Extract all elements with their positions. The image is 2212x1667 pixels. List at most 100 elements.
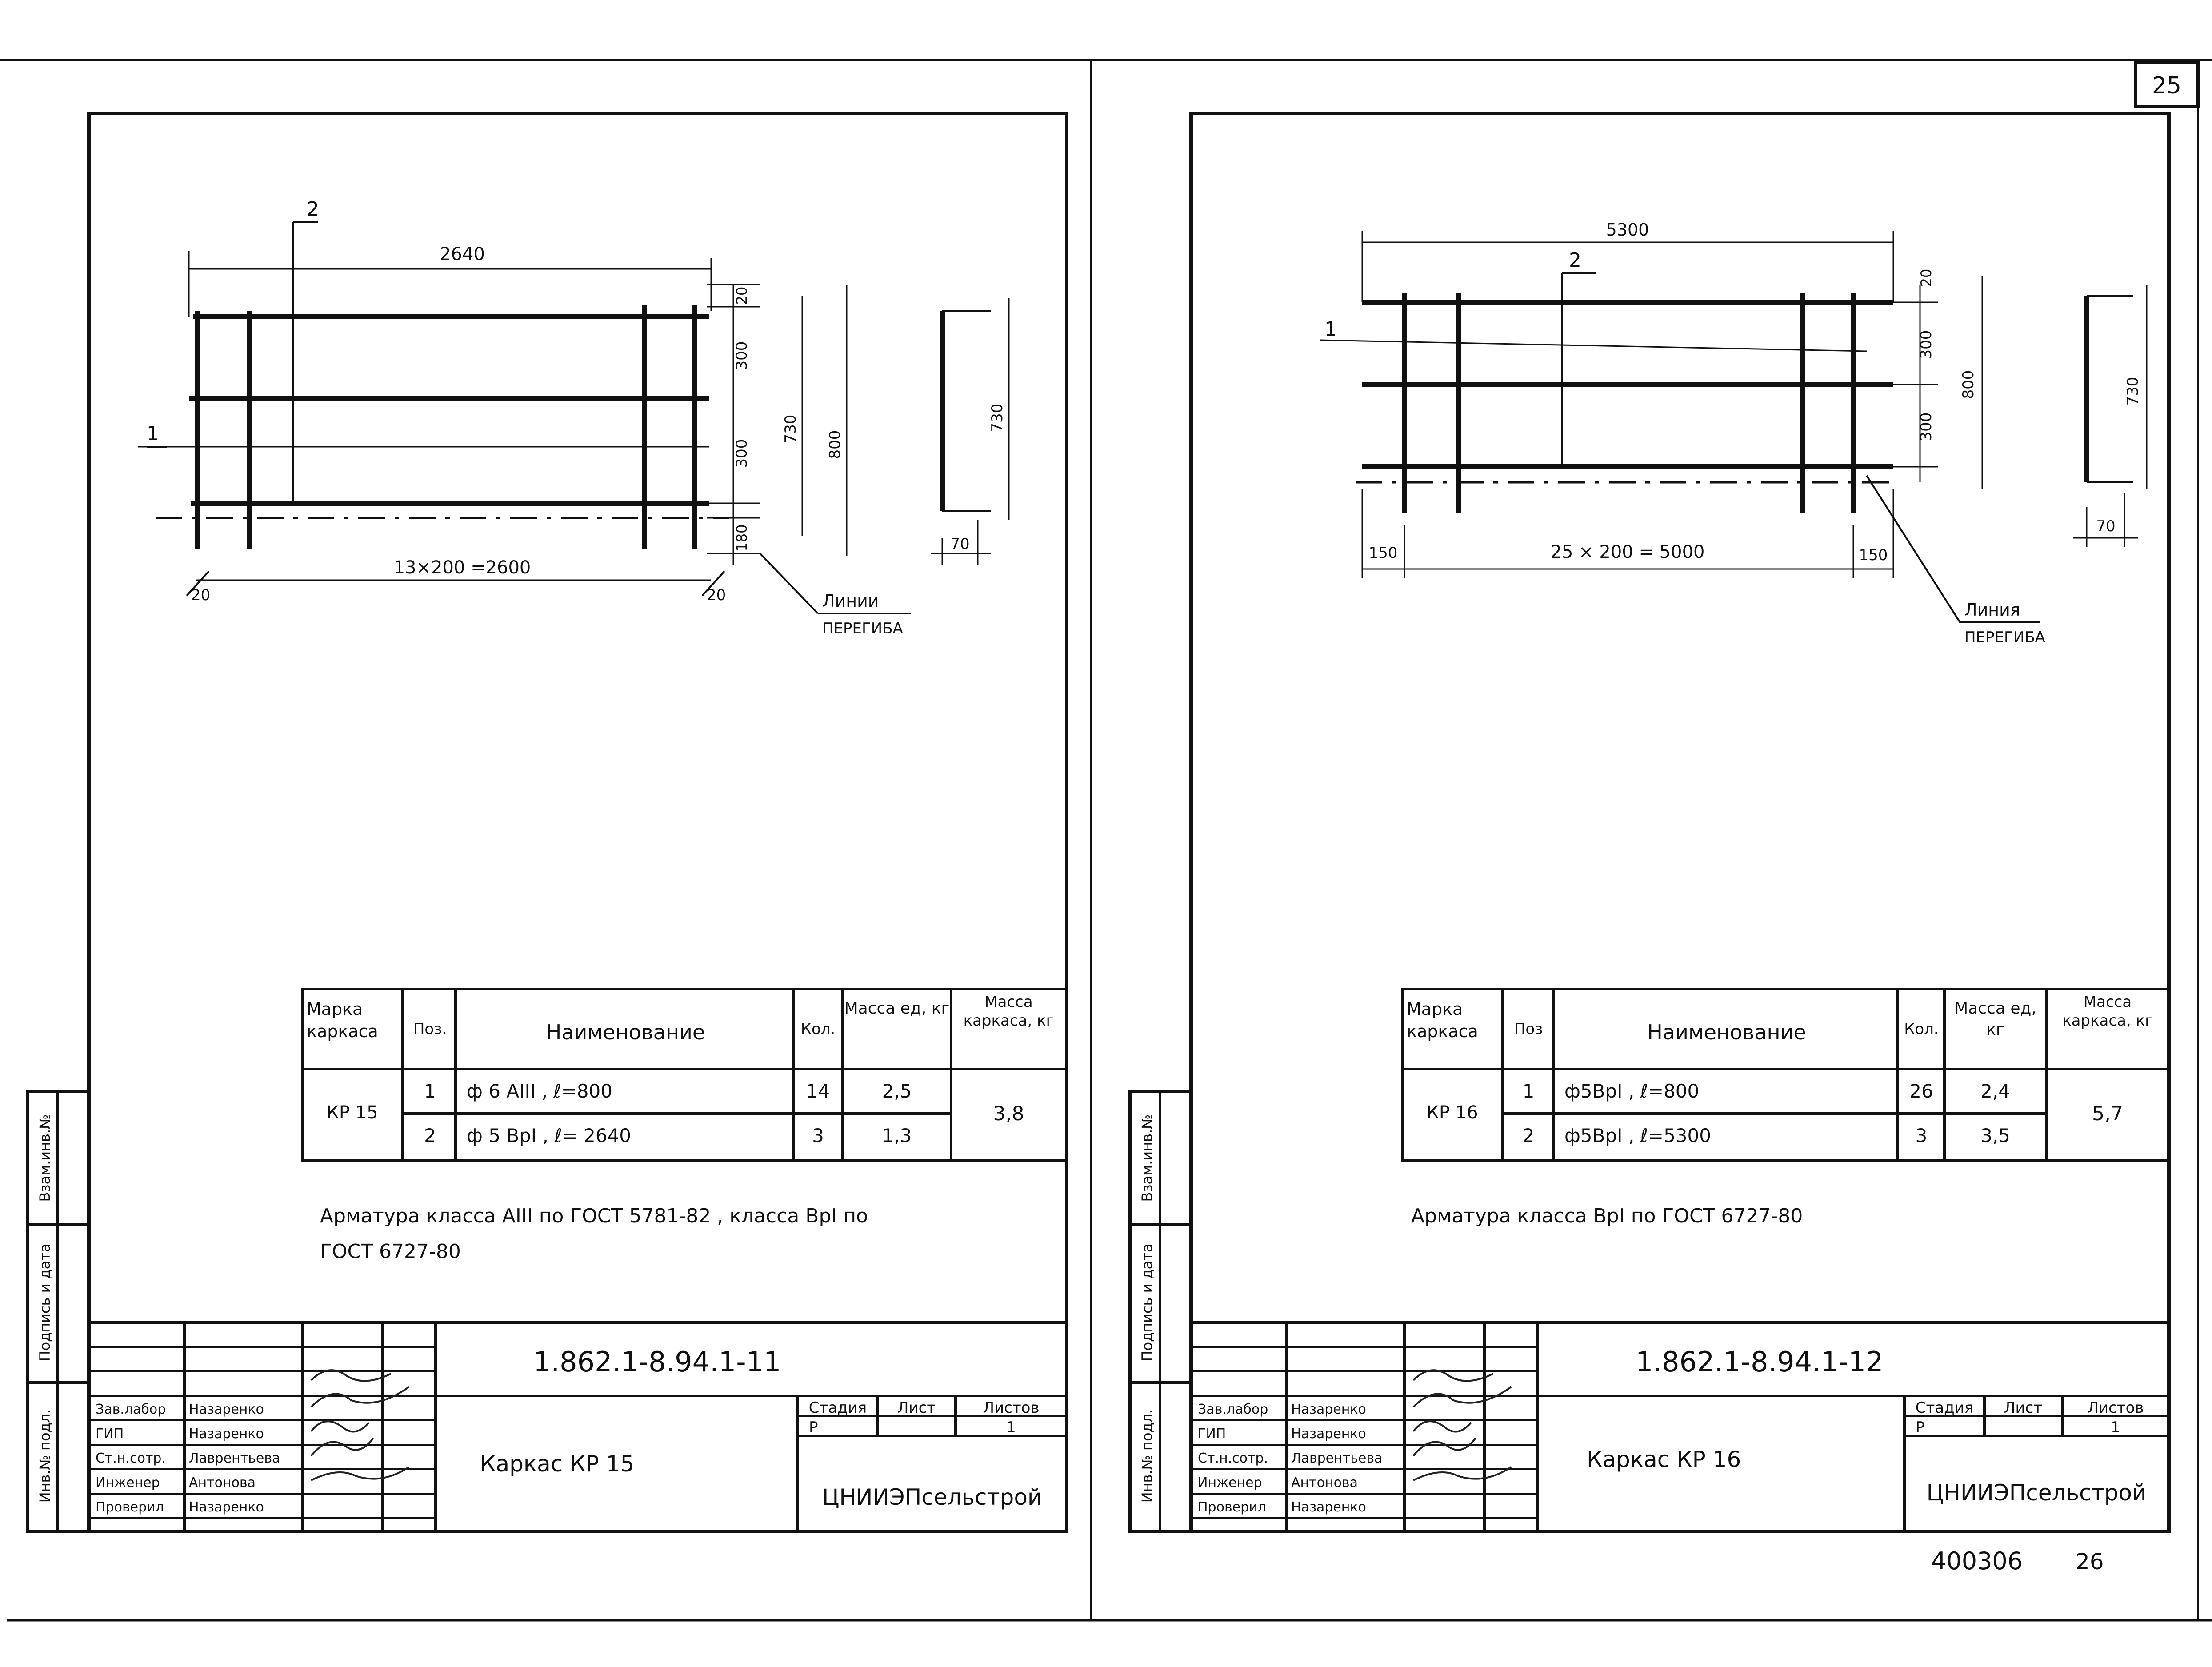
right-side-730: 730 xyxy=(2124,377,2142,406)
right-side-2: Подпись и дата xyxy=(1139,1243,1156,1361)
left-sheets-header: Листов xyxy=(983,1399,1039,1417)
left-th-name: Наименование xyxy=(546,1020,705,1044)
page-number: 25 xyxy=(2152,72,2181,99)
right-side-1: Взам.инв.№ xyxy=(1139,1114,1156,1202)
left-name-5: Назаренко xyxy=(189,1499,264,1515)
left-sheet: 2 1 2640 13×200 =2600 20 20 20 300 300 1… xyxy=(26,112,1068,1533)
left-role-4: Инженер xyxy=(96,1475,160,1491)
left-note-line2: ГОСТ 6727-80 xyxy=(320,1240,461,1263)
right-role-2: ГИП xyxy=(1198,1426,1226,1442)
left-td-name-1: ф 6 АIII , ℓ=800 xyxy=(467,1080,612,1102)
right-bend-label-1: Линия xyxy=(1964,600,2020,620)
left-sheets-value: 1 xyxy=(1006,1419,1016,1436)
right-archive-number: 400306 xyxy=(1931,1547,2023,1575)
right-th-name: Наименование xyxy=(1647,1020,1806,1044)
left-bend-label-2: ПЕРЕГИБА xyxy=(822,620,903,637)
left-th-qty: Кол. xyxy=(800,1020,836,1038)
right-th-total: Масса каркаса, кг xyxy=(2062,993,2153,1030)
right-side-70: 70 xyxy=(2096,517,2115,535)
left-side-730: 730 xyxy=(988,404,1006,433)
right-td-mark: КР 16 xyxy=(1426,1102,1478,1123)
left-th-mark: Марка каркаса xyxy=(307,999,378,1041)
left-td-mass-1: 2,5 xyxy=(882,1080,912,1102)
right-role-1: Зав.лабор xyxy=(1198,1402,1268,1417)
left-side-70: 70 xyxy=(950,535,969,553)
left-spec-table xyxy=(301,988,1068,1162)
right-archive-page: 26 xyxy=(2076,1549,2104,1575)
right-sheets-value: 1 xyxy=(2111,1419,2120,1436)
right-pos-label-2: 2 xyxy=(1569,249,1581,272)
right-role-4: Инженер xyxy=(1198,1475,1262,1491)
left-dim-20-left: 20 xyxy=(191,586,210,604)
left-td-total: 3,8 xyxy=(993,1102,1024,1125)
left-td-mass-2: 1,3 xyxy=(882,1125,912,1146)
left-side-1: Взам.инв.№ xyxy=(36,1114,53,1202)
right-side-strip xyxy=(1128,1090,1193,1533)
right-title-block xyxy=(1189,1321,2171,1533)
left-bend-label-1: Линии xyxy=(822,591,879,611)
right-name-1: Назаренко xyxy=(1291,1402,1366,1417)
right-stage-header: Стадия xyxy=(1916,1399,1973,1417)
left-th-mass: Масса ед, кг xyxy=(844,999,950,1018)
left-name-1: Назаренко xyxy=(189,1402,264,1417)
left-role-1: Зав.лабор xyxy=(96,1402,166,1417)
right-td-mass-2: 3,5 xyxy=(1980,1125,2010,1146)
left-title-block xyxy=(87,1321,1068,1533)
right-dim-20: 20 xyxy=(1918,269,1935,287)
left-side-view xyxy=(931,298,1010,565)
left-td-pos-2: 2 xyxy=(424,1125,436,1146)
right-th-qty: Кол. xyxy=(1904,1020,1939,1038)
right-td-pos-2: 2 xyxy=(1522,1125,1535,1146)
left-td-pos-1: 1 xyxy=(424,1080,436,1102)
right-name-5: Назаренко xyxy=(1291,1499,1366,1515)
left-th-total: Масса каркаса, кг xyxy=(963,993,1054,1030)
left-role-5: Проверил xyxy=(96,1499,164,1515)
left-signatures xyxy=(310,1369,410,1481)
right-doc-code: 1.862.1-8.94.1-12 xyxy=(1636,1346,1884,1378)
right-th-mass: Масса ед, кг xyxy=(1954,999,2036,1039)
left-stage-value: Р xyxy=(809,1419,818,1436)
right-th-mark: Марка каркаса xyxy=(1407,999,1478,1041)
left-side-3: Инв.№ подл. xyxy=(36,1409,53,1503)
right-name-4: Антонова xyxy=(1291,1475,1358,1491)
left-pos-label-1: 1 xyxy=(147,422,159,445)
left-dim-800: 800 xyxy=(826,430,844,459)
left-name-3: Лаврентьева xyxy=(189,1451,280,1466)
right-dim-300-b: 300 xyxy=(1917,413,1935,441)
right-sheet-header: Лист xyxy=(2004,1399,2042,1417)
right-spec-table xyxy=(1401,988,2170,1162)
left-td-qty-2: 3 xyxy=(812,1125,824,1146)
left-dim-bottom: 13×200 =2600 xyxy=(394,557,531,578)
left-side-strip xyxy=(26,1090,91,1533)
left-cage-drawing xyxy=(138,221,911,614)
left-td-qty-1: 14 xyxy=(806,1080,830,1102)
right-org: ЦНИИЭПсельстрой xyxy=(1927,1480,2147,1506)
right-dim-300-a: 300 xyxy=(1917,330,1935,359)
right-role-3: Ст.н.сотр. xyxy=(1198,1451,1268,1466)
left-org: ЦНИИЭПсельстрой xyxy=(822,1484,1042,1510)
right-bend-leader xyxy=(1866,475,1961,623)
right-td-pos-1: 1 xyxy=(1522,1080,1535,1102)
right-dim-150-left: 150 xyxy=(1369,544,1398,562)
right-signatures xyxy=(1412,1369,1512,1481)
right-leader-1 xyxy=(1320,339,1867,352)
page-number-box xyxy=(2134,60,2200,108)
left-doc-code: 1.862.1-8.94.1-11 xyxy=(533,1346,781,1378)
right-td-mass-1: 2,4 xyxy=(1980,1080,2010,1102)
left-td-mark: КР 15 xyxy=(326,1102,378,1123)
left-frame xyxy=(87,112,1068,1533)
right-stage-value: Р xyxy=(1916,1419,1925,1436)
right-pos-label-1: 1 xyxy=(1324,318,1337,341)
left-th-pos: Поз. xyxy=(413,1020,447,1038)
right-td-name-1: ф5ВрI , ℓ=800 xyxy=(1564,1080,1700,1102)
left-dim-300-b: 300 xyxy=(733,439,751,468)
left-dim-300-a: 300 xyxy=(733,341,751,370)
left-dim-20-right: 20 xyxy=(707,586,726,604)
left-pos-label-2: 2 xyxy=(307,198,319,220)
left-sheet-header: Лист xyxy=(897,1399,936,1417)
right-td-name-2: ф5ВрI , ℓ=5300 xyxy=(1564,1125,1711,1146)
left-role-3: Ст.н.сотр. xyxy=(96,1451,166,1466)
left-dim-top: 2640 xyxy=(440,244,485,264)
right-dim-top: 5300 xyxy=(1606,220,1649,240)
right-th-pos: Поз xyxy=(1514,1020,1543,1038)
